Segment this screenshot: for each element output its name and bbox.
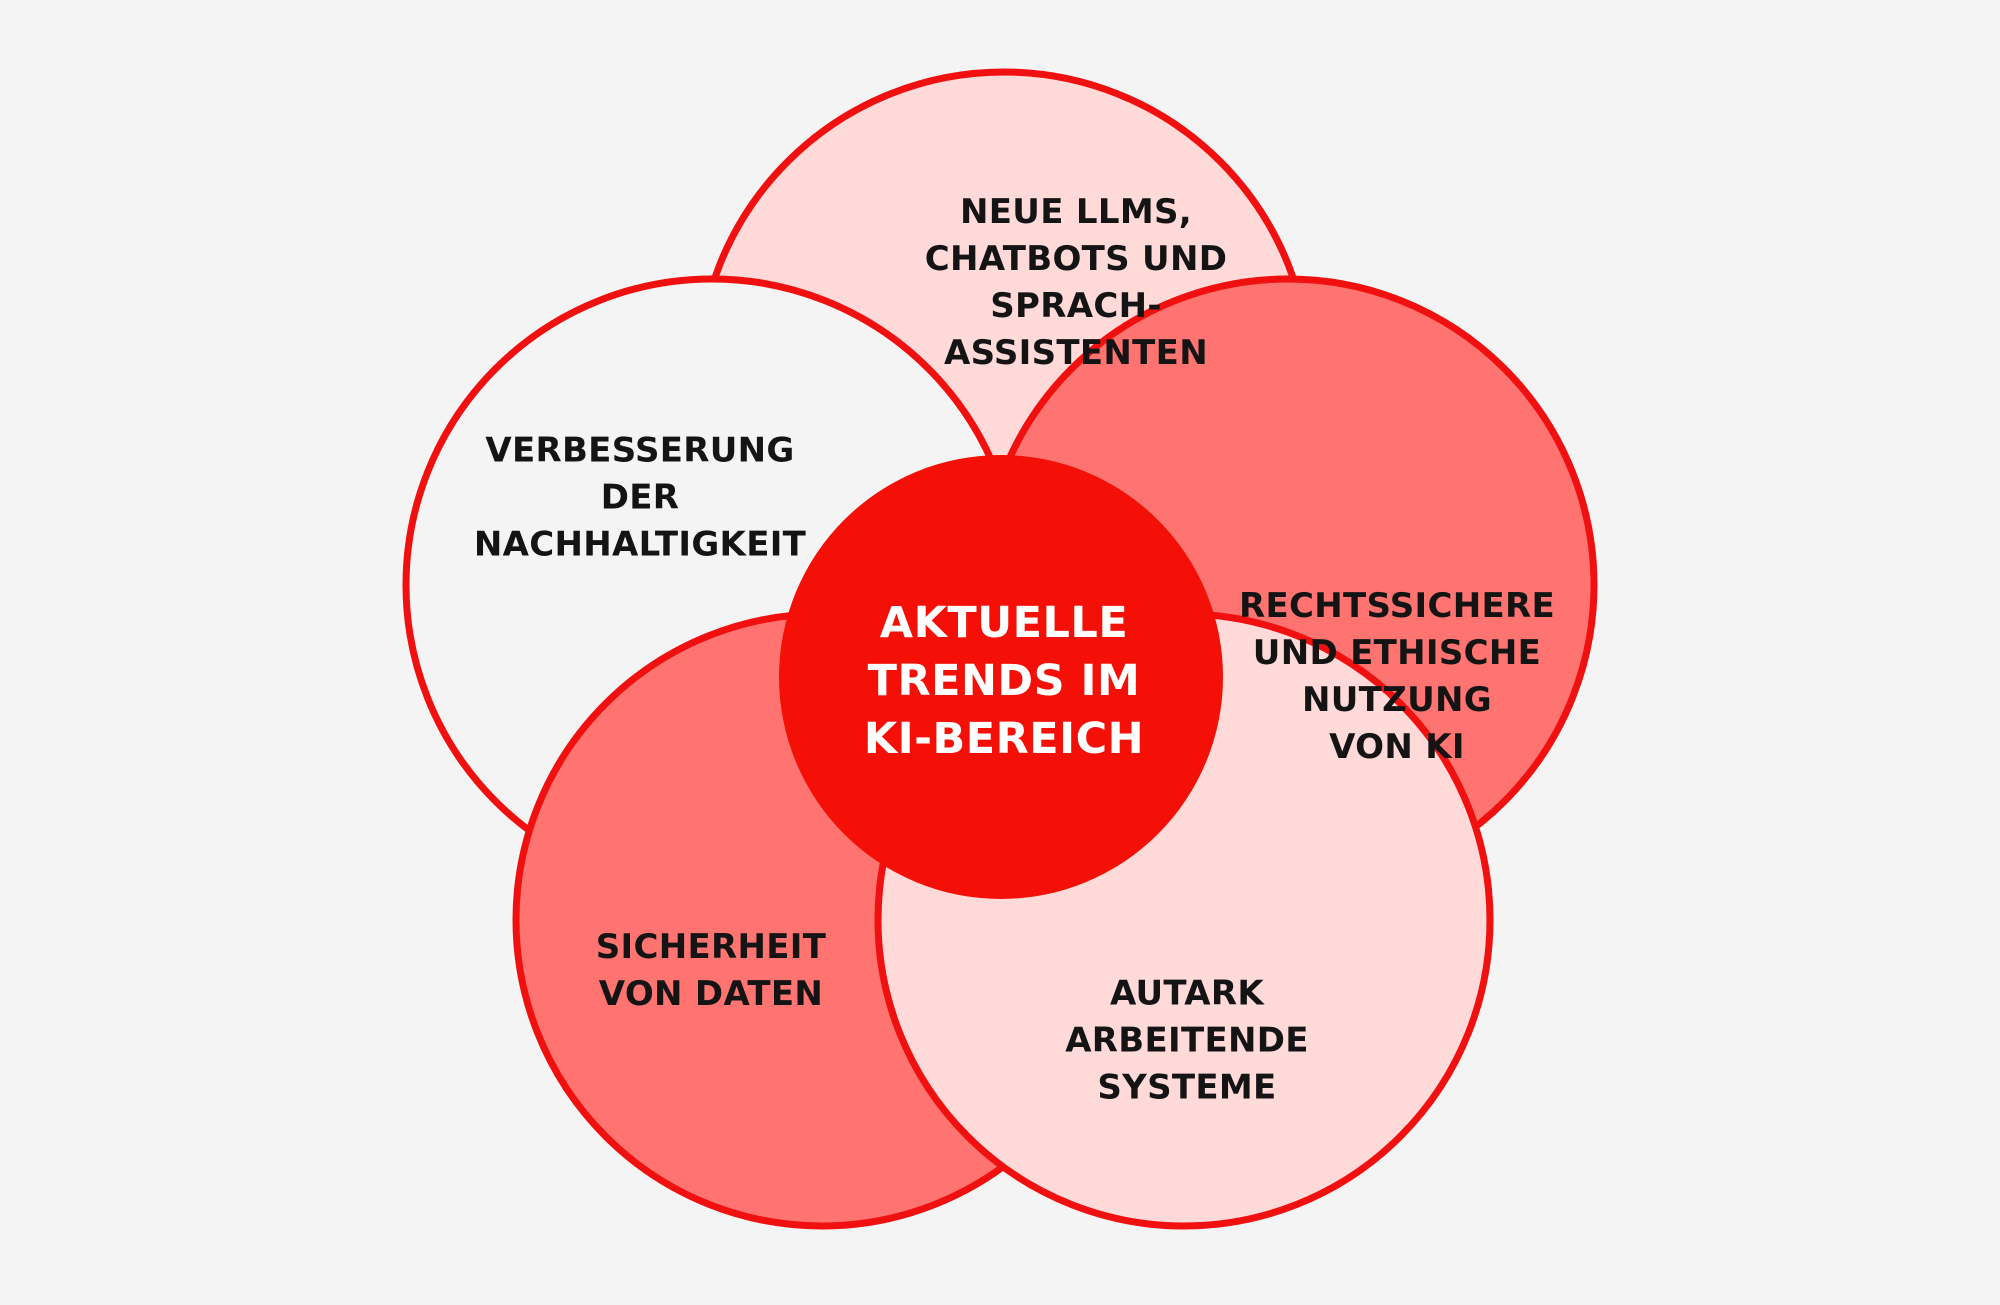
- topic-line: SYSTEME: [1097, 1067, 1277, 1108]
- topic-label-right: RECHTSSICHERE UND ETHISCHE NUTZUNG VON K…: [1239, 583, 1555, 771]
- topic-line: SICHERHEIT: [595, 927, 827, 967]
- topic-line: AUTARK: [1109, 973, 1265, 1014]
- topic-line: VERBESSERUNG: [485, 430, 795, 471]
- topic-line: NEUE LLMS,: [960, 192, 1192, 232]
- topic-line: ASSISTENTEN: [944, 333, 1208, 373]
- topic-line: NACHHALTIGKEIT: [473, 524, 807, 565]
- topic-line: VON DATEN: [598, 974, 824, 1014]
- topic-label-left: VERBESSERUNG DER NACHHALTIGKEIT: [474, 428, 806, 569]
- center-title-line: TRENDS IM: [867, 656, 1141, 706]
- topic-label-bottom-left: SICHERHEIT VON DATEN: [596, 924, 826, 1018]
- topic-line: NUTZUNG: [1302, 680, 1492, 720]
- topic-line: UND ETHISCHE: [1252, 633, 1542, 673]
- topic-label-bottom-right: AUTARK ARBEITENDE SYSTEME: [1065, 971, 1309, 1112]
- topic-label-top: NEUE LLMS, CHATBOTS UND SPRACH- ASSISTEN…: [925, 189, 1228, 377]
- topic-line: ARBEITENDE: [1065, 1020, 1309, 1061]
- topic-line: CHATBOTS UND: [924, 239, 1228, 279]
- topic-line: VON KI: [1329, 727, 1465, 767]
- center-title: AKTUELLE TRENDS IM KI-BEREICH: [864, 594, 1144, 768]
- topic-line: SPRACH-: [990, 286, 1162, 326]
- topic-line: DER: [600, 477, 680, 518]
- topic-line: RECHTSSICHERE: [1238, 586, 1556, 626]
- center-title-line: KI-BEREICH: [863, 714, 1145, 764]
- circle-center: [779, 455, 1223, 899]
- center-title-line: AKTUELLE: [879, 598, 1129, 648]
